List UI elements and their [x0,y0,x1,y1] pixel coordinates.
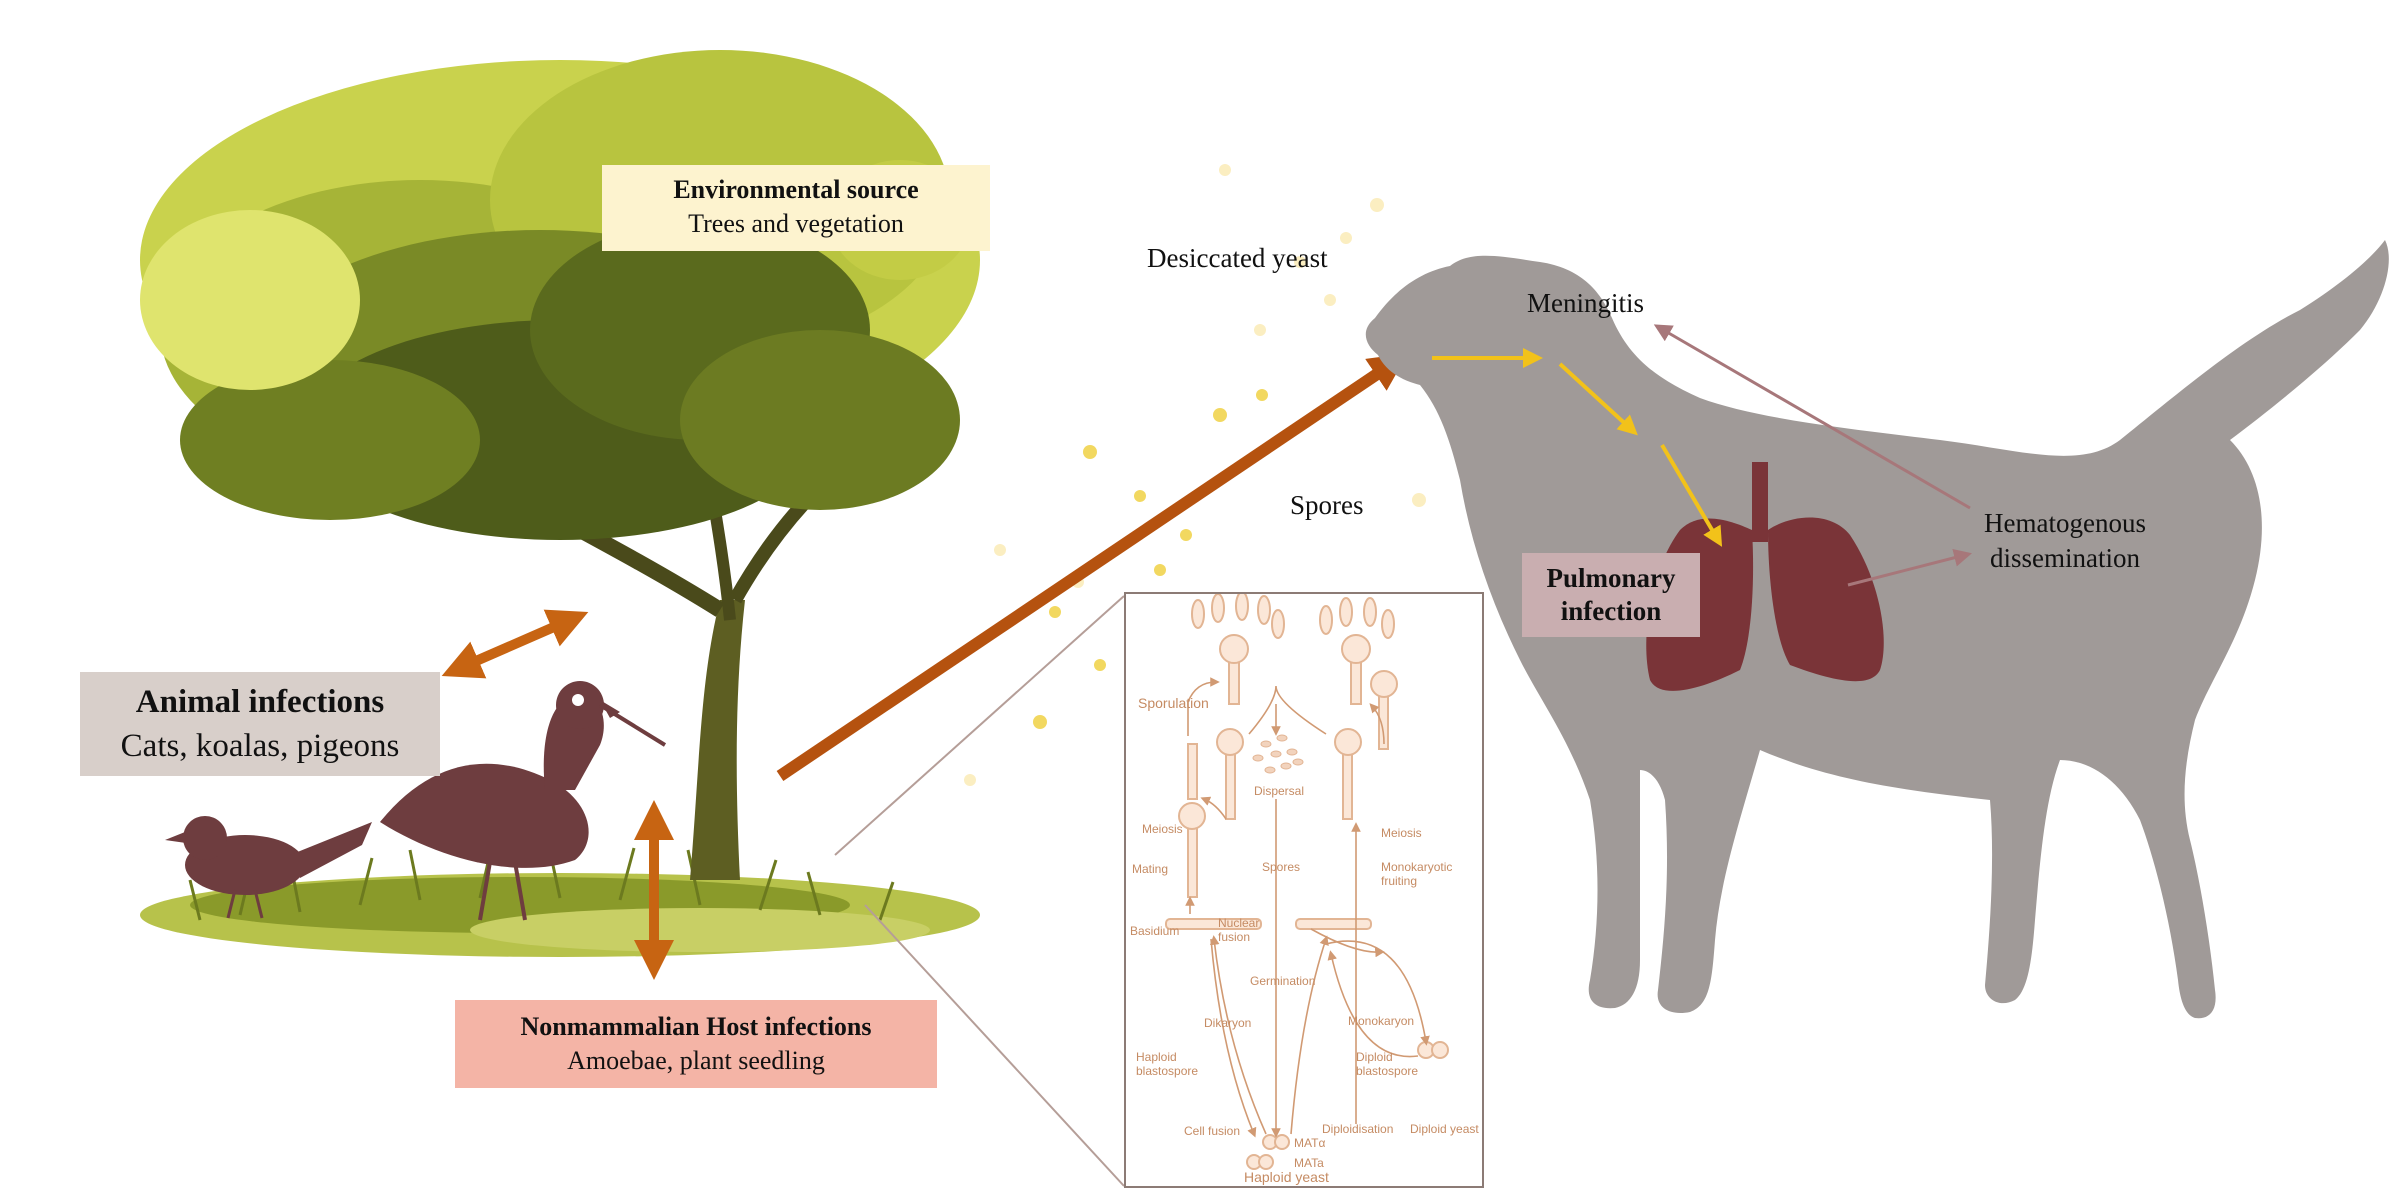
lc-diploid-yeast: Diploid yeast [1410,1122,1479,1136]
pulmonary-infection-box: Pulmonary infection [1522,553,1700,637]
hematogenous-line2: dissemination [1990,543,2140,573]
lc-diploid-blastospore-line2: blastospore [1356,1064,1419,1078]
lc-nuclear-line1: Nuclear [1218,916,1260,930]
animal-infections-box: Animal infections Cats, koalas, pigeons [80,672,440,776]
zoom-line-bottom [864,904,1125,1187]
nonmammalian-infections-title: Nonmammalian Host infections [520,1012,872,1041]
lc-mating: Mating [1132,862,1169,876]
lc-haploid-yeast: Haploid yeast [1244,1169,1329,1185]
lc-cell-fusion: Cell fusion [1184,1124,1241,1138]
lc-sporulation: Sporulation [1138,695,1209,711]
lc-mat-a: MATa [1294,1156,1324,1170]
lc-monokaryon: Monokaryon [1348,1014,1415,1028]
pulmonary-infection-line2: infection [1560,596,1662,626]
lc-diploidisation: Diploidisation [1322,1122,1394,1136]
zoom-line-top [834,595,1125,856]
desiccated-yeast-label: Desiccated yeast [1147,243,1328,273]
lc-haploid-blastospore-line2: blastospore [1136,1064,1199,1078]
lc-haploid-blastospore-line1: Haploid [1136,1050,1177,1064]
lc-basidium: Basidium [1130,924,1180,938]
lc-dispersal: Dispersal [1254,784,1305,798]
lc-monokaryotic-line2: fruiting [1381,874,1418,888]
nonmammalian-infections-box: Nonmammalian Host infections Amoebae, pl… [455,1000,937,1088]
blood-to-meningitis-arrow [1653,324,1971,510]
lc-diploid-blastospore-line1: Diploid [1356,1050,1393,1064]
bird-large [380,681,667,921]
life-cycle-panel: Sporulation Dispersal Meiosis Meiosis Ma… [1124,592,1484,1188]
lc-meiosis-left: Meiosis [1142,822,1183,836]
meningitis-label: Meningitis [1527,288,1645,318]
lung-to-blood-arrow [1847,548,1972,587]
animal-infections-title: Animal infections [135,684,385,720]
environmental-source-box: Environmental source Trees and vegetatio… [602,165,990,251]
nonmammalian-infections-subtitle: Amoebae, plant seedling [567,1046,825,1075]
animal-infections-subtitle: Cats, koalas, pigeons [120,728,400,764]
pulmonary-infection-line1: Pulmonary [1546,563,1676,593]
infection-path-arrows [1432,348,1723,547]
lc-meiosis-right: Meiosis [1381,826,1422,840]
animal-tree-arrow [441,609,589,679]
lc-dikaryon: Dikaryon [1204,1016,1252,1030]
lc-nuclear-line2: fusion [1218,930,1251,944]
environmental-source-subtitle: Trees and vegetation [688,209,904,238]
environmental-source-title: Environmental source [673,175,919,204]
hematogenous-dissemination-label: Hematogenous dissemination [1975,506,2155,576]
lc-spores: Spores [1262,860,1301,874]
spores-label: Spores [1290,490,1364,520]
hematogenous-line1: Hematogenous [1984,508,2146,538]
transmission-arrow [776,353,1408,781]
lc-germination: Germination [1250,974,1316,988]
lc-mat-alpha: MATα [1294,1136,1326,1150]
lc-monokaryotic-line1: Monokaryotic [1381,860,1453,874]
grass-ground [140,841,980,957]
life-cycle-drawing [1165,594,1449,1170]
bird-small [165,816,372,919]
